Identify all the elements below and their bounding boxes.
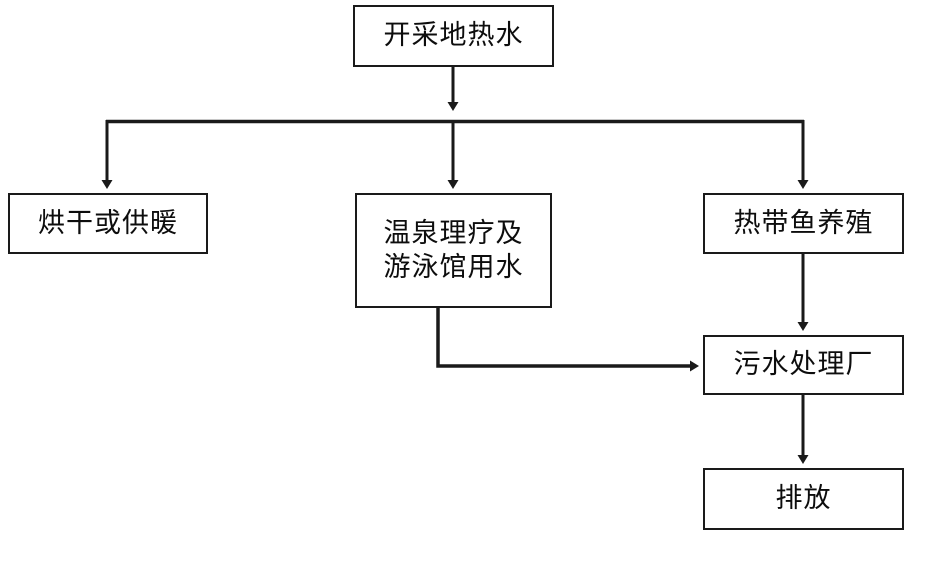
node-label: 开采地热水 [383, 20, 524, 51]
node-label: 污水处理厂 [733, 349, 874, 380]
node-tropical-fish-farming: 热带鱼养殖 [703, 193, 904, 254]
node-label: 烘干或供暖 [38, 207, 178, 238]
node-hot-spring-and-pool-water: 温泉理疗及 游泳馆用水 [355, 193, 552, 308]
edge-spa-to-sewage [436, 308, 699, 372]
node-label: 温泉理疗及 游泳馆用水 [383, 217, 524, 282]
node-extract-geothermal-water: 开采地热水 [353, 5, 554, 67]
node-label: 排放 [775, 483, 832, 514]
node-label: 热带鱼养殖 [733, 207, 874, 238]
node-sewage-treatment-plant: 污水处理厂 [703, 335, 904, 395]
node-discharge: 排放 [703, 468, 904, 530]
node-drying-or-heating: 烘干或供暖 [8, 193, 208, 254]
